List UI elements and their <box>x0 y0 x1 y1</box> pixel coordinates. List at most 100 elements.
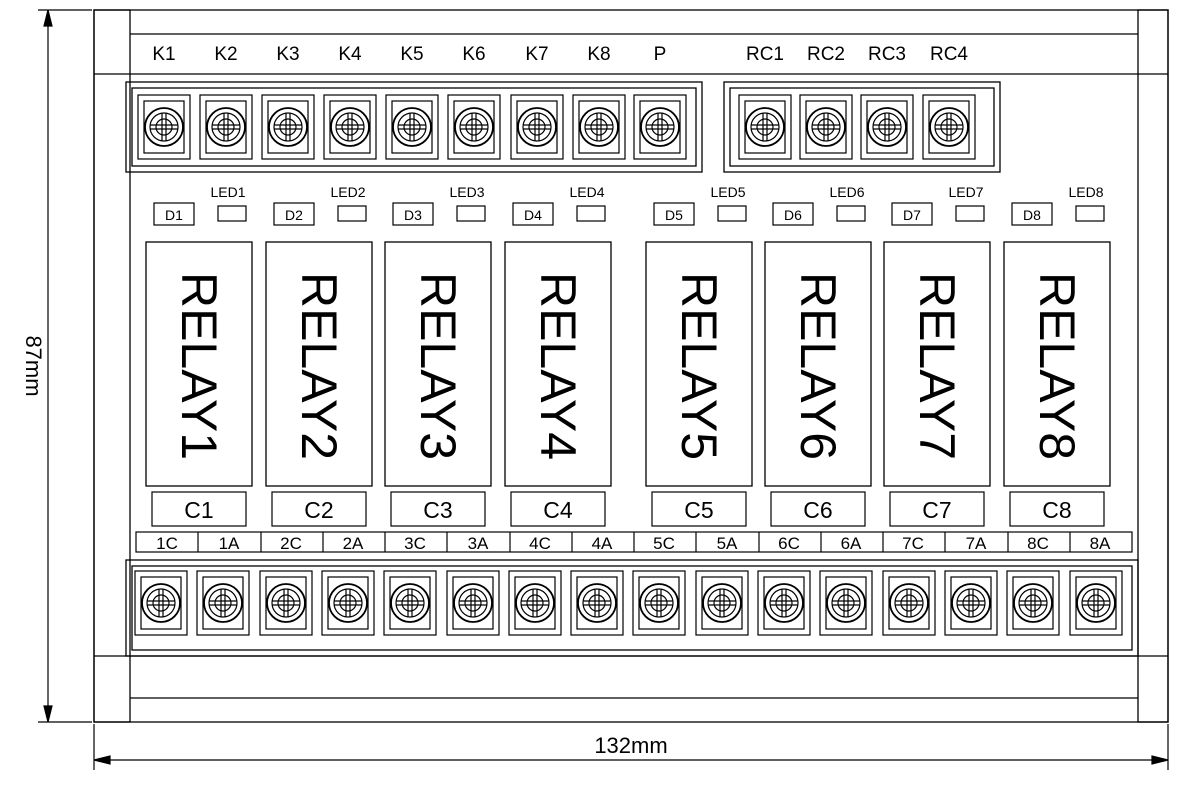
bottom-terminal-label: 2C <box>280 534 302 553</box>
relay-body <box>645 241 753 487</box>
screw-center <box>651 118 669 136</box>
contact-box <box>770 491 866 527</box>
screw-ring <box>146 588 176 618</box>
terminal-cell-inner <box>329 100 371 154</box>
terminal-cell <box>196 570 250 636</box>
terminal-screw <box>922 94 976 160</box>
screw-head <box>745 107 785 147</box>
screw-head <box>826 583 866 623</box>
top-screw-row <box>137 94 976 160</box>
screw-head <box>390 583 430 623</box>
led-label: LED3 <box>449 184 484 200</box>
led-label: LED7 <box>948 184 983 200</box>
relay-body <box>764 241 872 487</box>
bottom-terminal-label: 8A <box>1090 534 1111 553</box>
screw-center <box>526 594 544 612</box>
terminal-cell <box>572 94 626 160</box>
terminal-cell <box>508 570 562 636</box>
terminal-cell-inner <box>140 576 182 630</box>
screw-head <box>392 107 432 147</box>
diode-box <box>653 202 695 226</box>
bottom-terminal-label: 5A <box>717 534 738 553</box>
led-label: LED6 <box>829 184 864 200</box>
screw-ring <box>584 112 614 142</box>
terminal-cell <box>323 94 377 160</box>
screw-head <box>266 583 306 623</box>
diode-label: D6 <box>784 207 802 223</box>
terminal-screw <box>196 570 250 636</box>
screw-ring <box>395 588 425 618</box>
terminal-cell-inner <box>638 576 680 630</box>
relay-body <box>504 241 612 487</box>
top-terminal-label: P <box>654 44 667 65</box>
bottom-label-dividers <box>197 532 1071 552</box>
screw-center <box>650 594 668 612</box>
led-label: LED1 <box>210 184 245 200</box>
screw-ring <box>271 588 301 618</box>
terminal-cell <box>510 94 564 160</box>
screw-ring <box>333 588 363 618</box>
bottom-terminal-label: 3A <box>468 534 489 553</box>
screw-center <box>339 594 357 612</box>
top-terminal-label: K7 <box>525 44 548 65</box>
diode-box <box>512 202 554 226</box>
screw-head <box>141 583 181 623</box>
screw-head <box>889 583 929 623</box>
screw-head <box>144 107 184 147</box>
screw-head <box>515 583 555 623</box>
bottom-terminal-label: 5C <box>653 534 675 553</box>
led-label: LED4 <box>569 184 604 200</box>
relay-label: RELAY1 <box>171 272 227 460</box>
width-dimension <box>93 724 1169 770</box>
screw-ring <box>956 588 986 618</box>
terminal-screw <box>860 94 914 160</box>
terminal-cell-inner <box>825 576 867 630</box>
terminal-screw <box>1006 570 1060 636</box>
terminal-screw <box>323 94 377 160</box>
screw-center <box>837 594 855 612</box>
terminal-screw <box>446 570 500 636</box>
bottom-terminal-label: 1A <box>219 534 240 553</box>
terminal-cell-inner <box>516 100 558 154</box>
terminal-screw <box>137 94 191 160</box>
screw-ring <box>750 112 780 142</box>
relay-body <box>145 241 253 487</box>
bottom-terminal-label: 7A <box>966 534 987 553</box>
screw-ring <box>831 588 861 618</box>
screw-ring <box>1081 588 1111 618</box>
screw-head <box>1013 583 1053 623</box>
terminal-cell-inner <box>763 576 805 630</box>
bottom-terminal-label: 7C <box>902 534 924 553</box>
contact-label: C2 <box>304 497 333 523</box>
screw-ring <box>335 112 365 142</box>
terminal-cell <box>695 570 749 636</box>
screw-ring <box>273 112 303 142</box>
led-box <box>955 205 985 222</box>
screw-center <box>464 594 482 612</box>
screw-ring <box>934 112 964 142</box>
terminal-cell <box>261 94 315 160</box>
relay-label: RELAY7 <box>909 272 965 460</box>
led-label: LED5 <box>710 184 745 200</box>
terminal-screw <box>321 570 375 636</box>
relay-channels: D1LED1RELAY1C1D2LED2RELAY2C2D3LED3RELAY3… <box>145 184 1111 527</box>
terminal-cell <box>447 94 501 160</box>
diode-label: D4 <box>524 207 542 223</box>
bottom-terminal-label-strip: 1C 1A 2C 2A 3C 3A 4C 4A 5C 5A 6C 6A 7C 7… <box>135 531 1133 553</box>
terminal-cell <box>860 94 914 160</box>
relay-label: RELAY2 <box>291 272 347 460</box>
terminal-cell <box>321 570 375 636</box>
screw-center <box>1024 594 1042 612</box>
screw-ring <box>645 112 675 142</box>
screw-head <box>640 107 680 147</box>
top-terminal-label: RC3 <box>868 44 906 65</box>
terminal-cell-inner <box>205 100 247 154</box>
screw-center <box>940 118 958 136</box>
diode-box <box>772 202 814 226</box>
bottom-terminal-label: 6C <box>778 534 800 553</box>
screw-center <box>155 118 173 136</box>
